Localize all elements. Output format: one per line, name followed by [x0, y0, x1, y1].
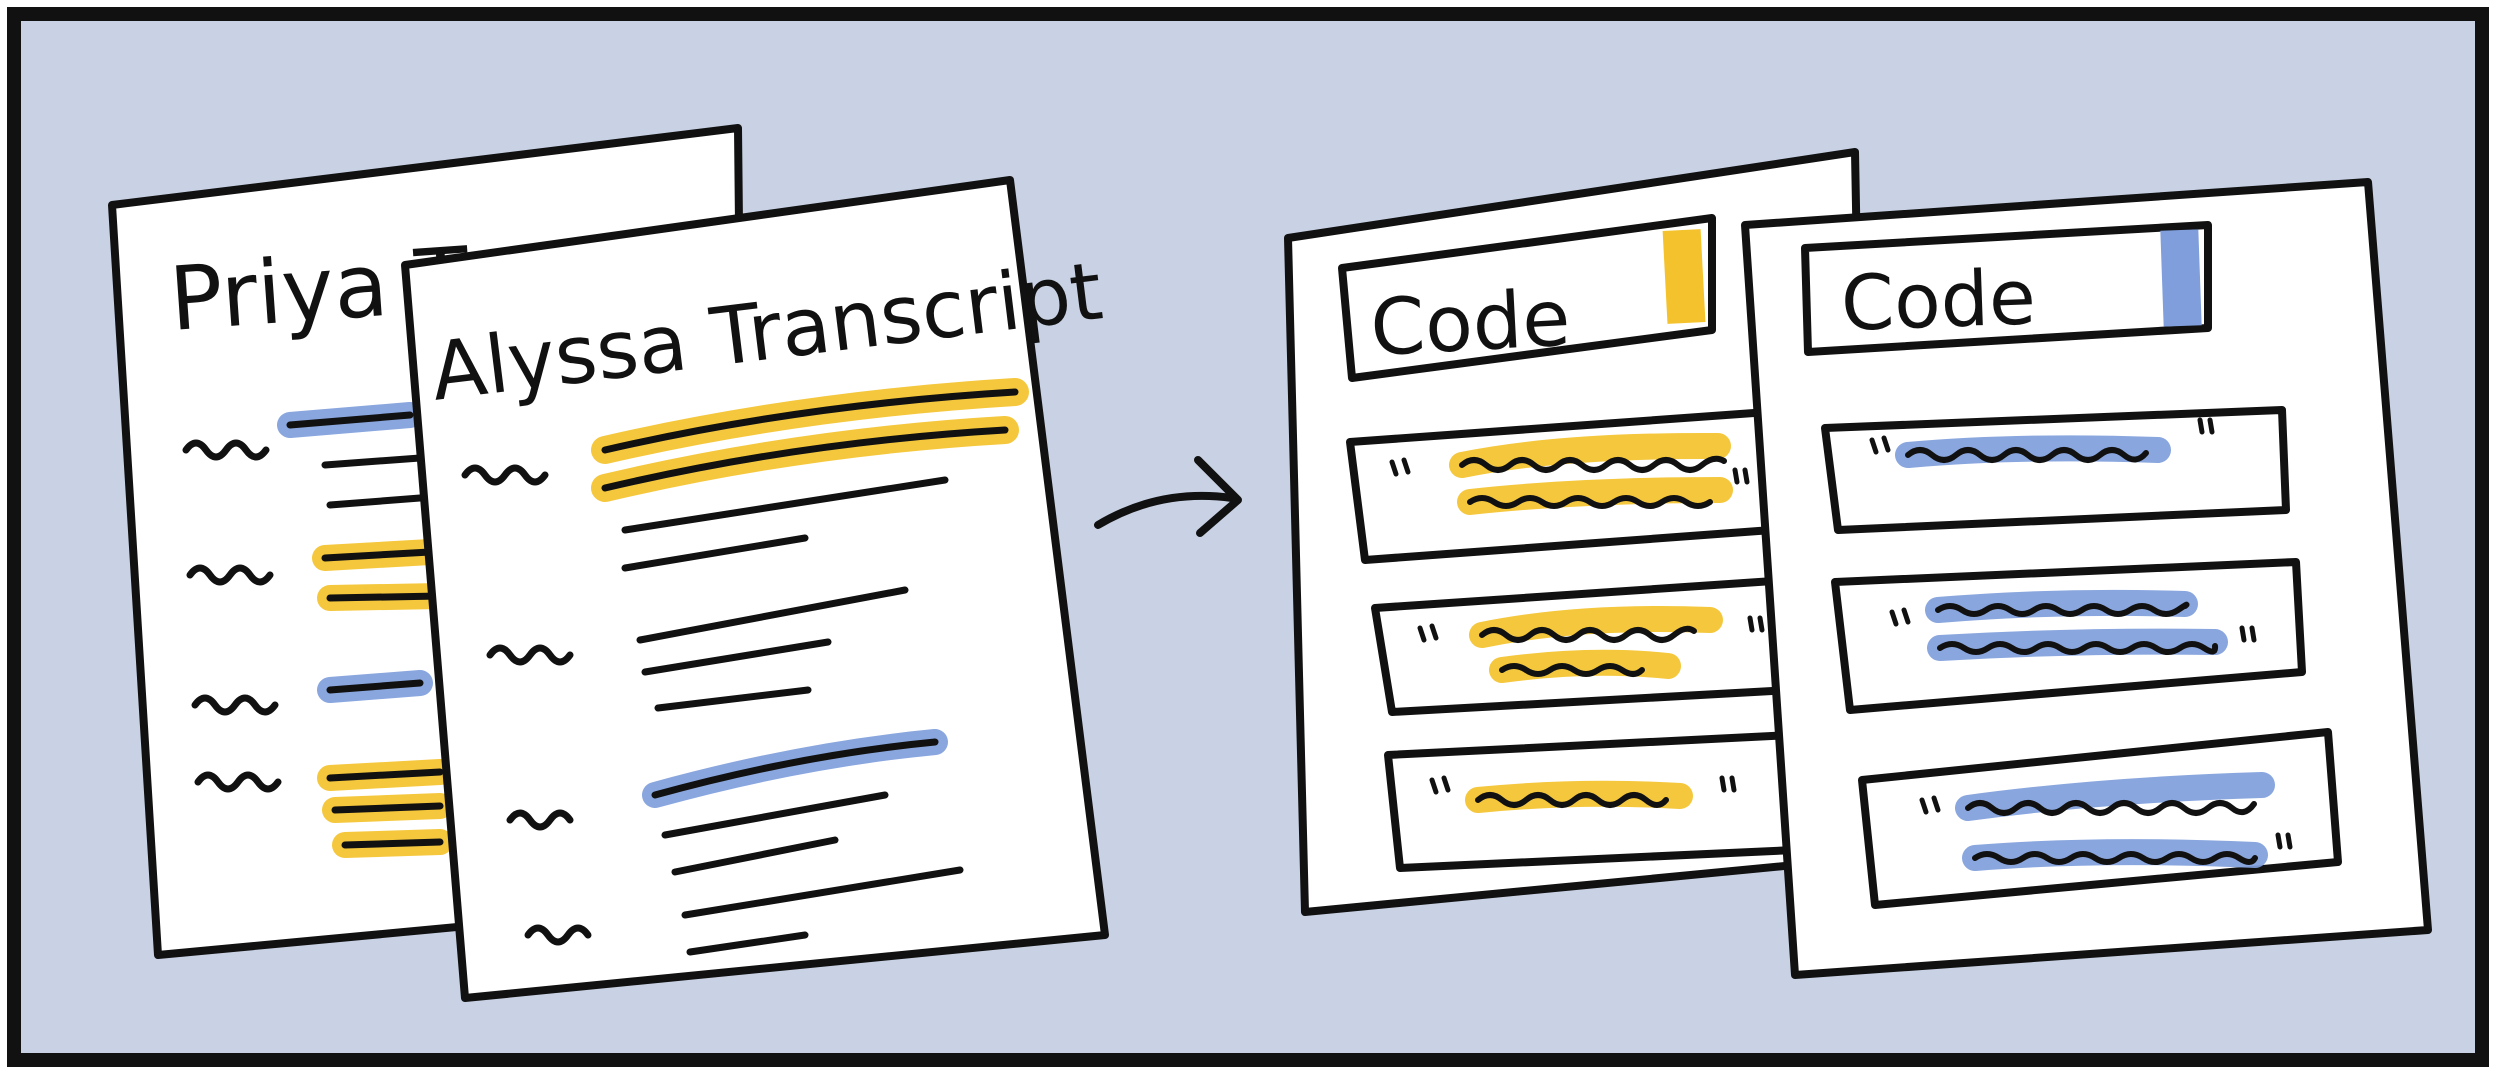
code-sheet-blue: Code — [1741, 178, 2432, 979]
code-sheet-yellow: Code — [1284, 148, 1872, 916]
code-title-box-yellow — [1338, 214, 1716, 382]
code-title-box-blue — [1801, 221, 2212, 356]
code-title-yellow: Code — [1368, 274, 1572, 374]
code-accent-blue — [2160, 229, 2202, 327]
quote-box-blue-1 — [1821, 406, 2290, 534]
code-title-blue: Code — [1840, 252, 2038, 348]
right-arrow-icon — [1094, 456, 1242, 537]
transcript-alyssa: Alyssa Transcript — [401, 176, 1109, 1002]
code-accent-yellow — [1662, 229, 1706, 324]
quote-box-yellow-2 — [1371, 576, 1794, 716]
